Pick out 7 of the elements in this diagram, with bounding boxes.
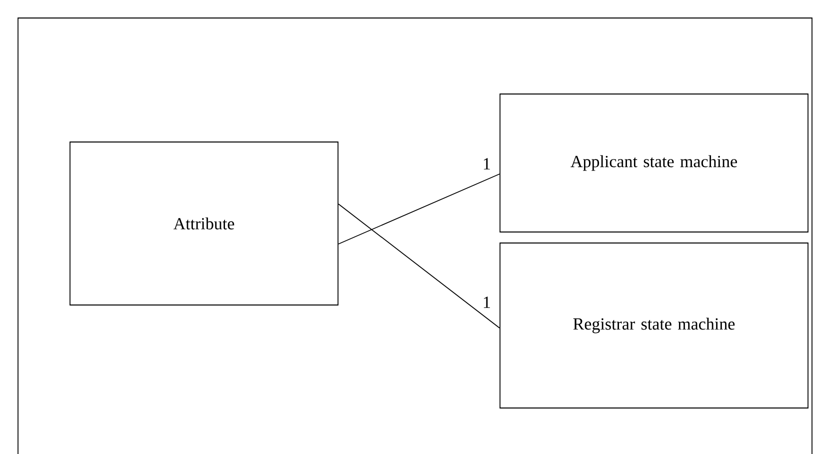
box: Attribute	[70, 142, 338, 306]
connector	[338, 174, 500, 244]
edge-label: 1	[484, 158, 490, 170]
box: Registrar state machine	[500, 242, 808, 408]
edge-label: 1	[484, 296, 490, 308]
connector	[338, 204, 500, 328]
box: Applicant state machine	[500, 94, 808, 232]
